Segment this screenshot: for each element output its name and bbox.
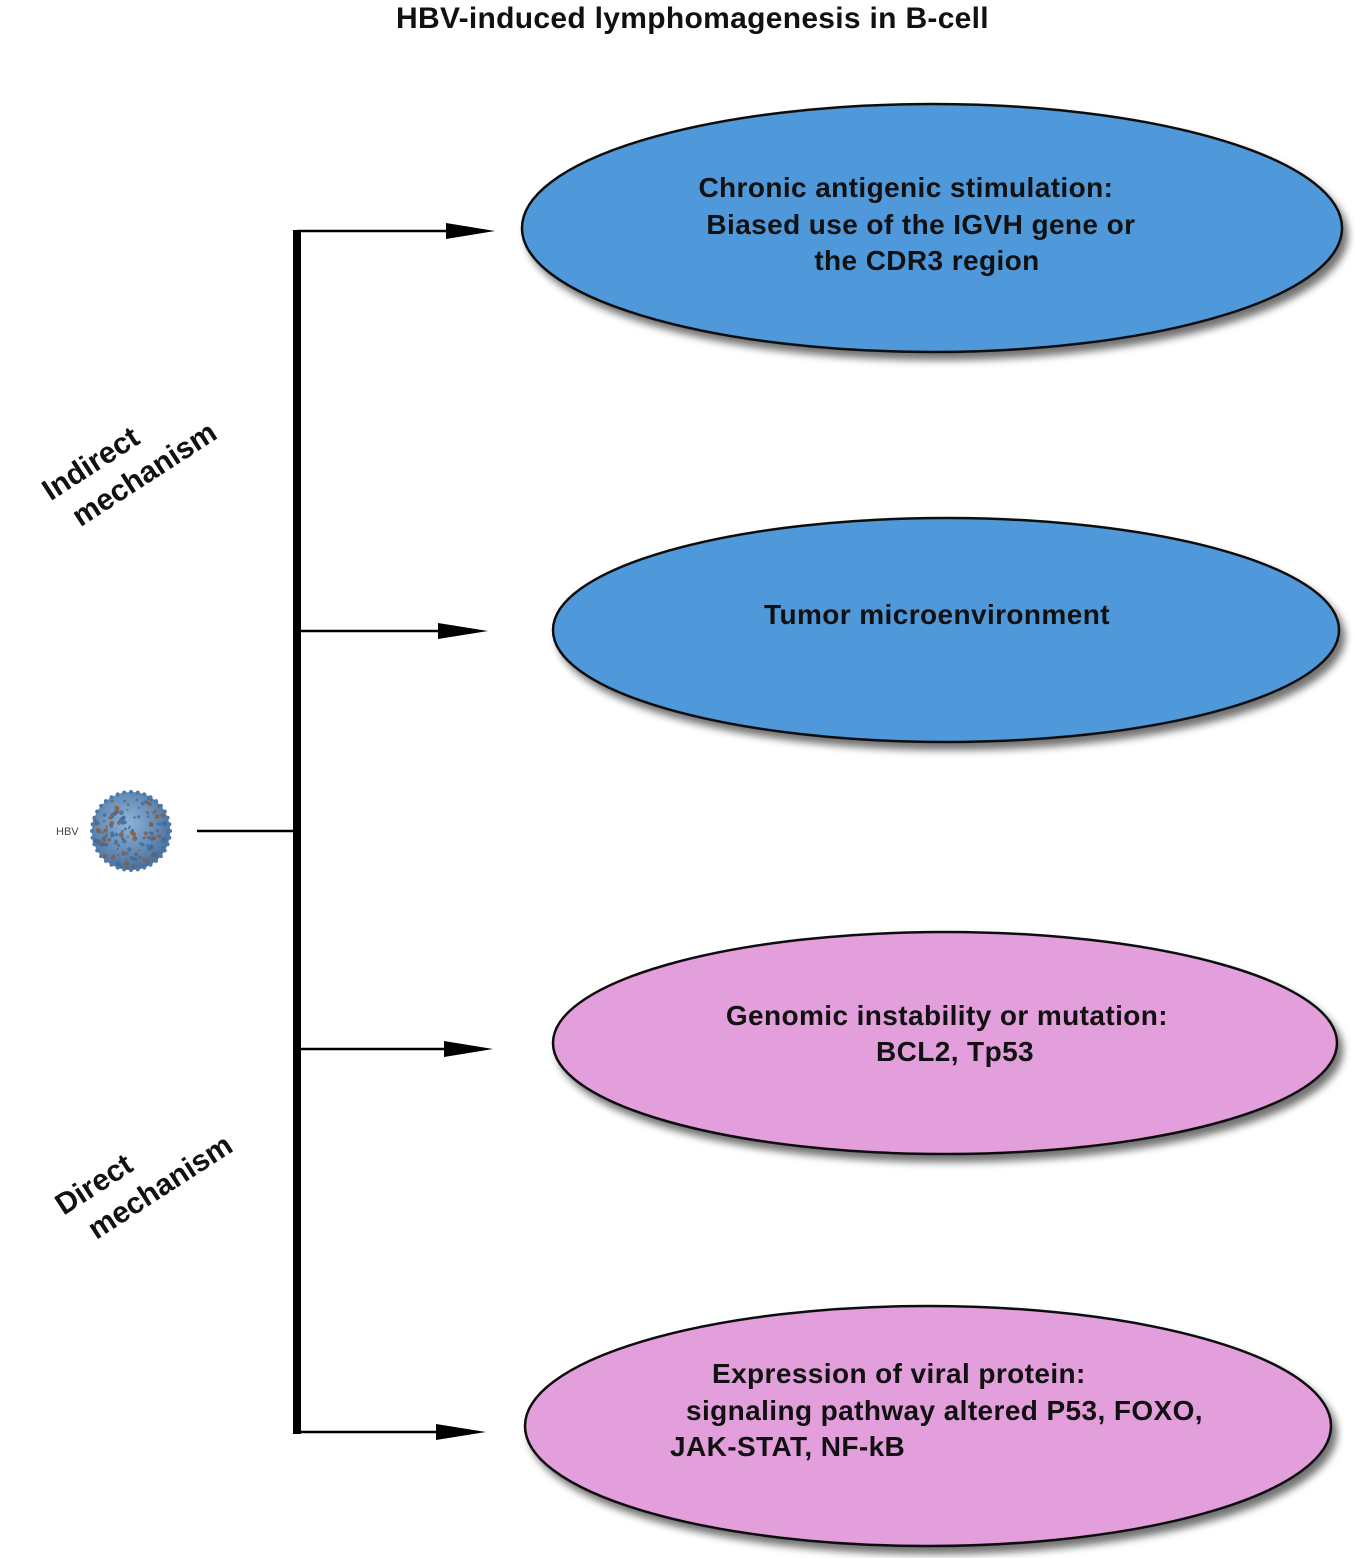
svg-text:Direct mechanism: Direct mechanism <box>49 1097 238 1254</box>
svg-text:Expression of viral protein:: Expression of viral protein: signaling p… <box>670 1358 1211 1462</box>
connector-tree <box>197 223 495 1440</box>
node-genomic-instability: Genomic instability or mutation: BCL2, T… <box>551 930 1339 1156</box>
svg-text:Indirect mechanism: Indirect mechanism <box>36 384 222 539</box>
node-line: Biased use of the IGVH gene or <box>706 209 1135 240</box>
hbv-label: HBV <box>56 826 79 838</box>
node-line: signaling pathway altered P53, FOXO, <box>686 1395 1203 1426</box>
svg-text:Tumor microenvironment: Tumor microenvironment <box>764 599 1110 630</box>
node-chronic-antigenic-stimulation: Chronic antigenic stimulation: Biased us… <box>520 102 1344 354</box>
node-line: BCL2, Tp53 <box>876 1036 1034 1067</box>
branch-arrow-3 <box>297 1041 493 1057</box>
branch-arrow-2 <box>297 623 488 639</box>
node-oval <box>551 930 1339 1156</box>
node-viral-protein-expression: Expression of viral protein: signaling p… <box>523 1304 1333 1548</box>
node-line: Chronic antigenic stimulation: <box>698 172 1113 203</box>
hbv-source: HBV <box>56 790 172 872</box>
diagram-title: HBV-induced lymphomagenesis in B-cell <box>396 2 989 35</box>
indirect-mechanism-label: Indirect mechanism <box>36 384 222 539</box>
node-line: Expression of viral protein: <box>712 1358 1086 1389</box>
node-oval <box>551 516 1341 744</box>
node-line: JAK-STAT, NF-kB <box>670 1431 905 1462</box>
node-tumor-microenvironment: Tumor microenvironment <box>551 516 1341 744</box>
node-oval <box>523 1304 1333 1548</box>
svg-text:Genomic instability or mutatio: Genomic instability or mutation: BCL2, T… <box>726 1000 1176 1067</box>
branch-arrow-1 <box>297 223 495 239</box>
node-oval <box>520 102 1344 354</box>
node-line: the CDR3 region <box>814 245 1039 276</box>
hbv-virus-particle-icon <box>90 790 172 872</box>
node-line: Tumor microenvironment <box>764 599 1110 630</box>
node-line: Genomic instability or mutation: <box>726 1000 1168 1031</box>
branch-arrow-4 <box>297 1424 486 1440</box>
direct-mechanism-label: Direct mechanism <box>49 1097 238 1254</box>
svg-text:Chronic antigenic stimulation:: Chronic antigenic stimulation: Biased us… <box>698 172 1143 276</box>
